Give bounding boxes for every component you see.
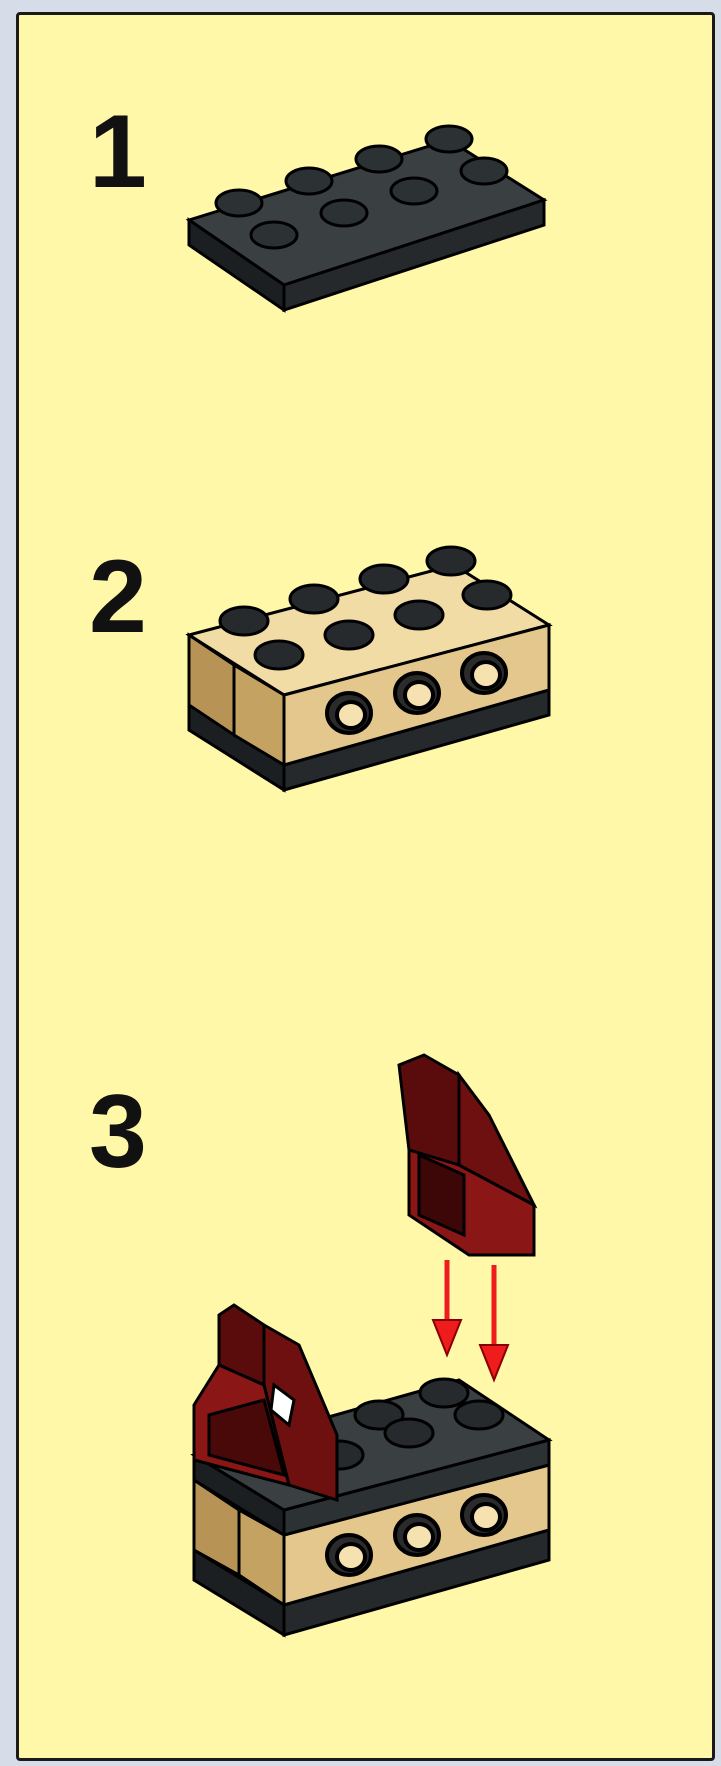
tan-technic-bricks-assembly-icon <box>189 575 569 805</box>
instruction-panel: 1 2 <box>16 12 715 1761</box>
step-1-number: 1 <box>89 100 147 204</box>
step-2-number: 2 <box>89 545 147 649</box>
red-down-arrow-icon <box>433 1260 508 1380</box>
black-plate-2x4-icon <box>189 125 569 325</box>
step-3-number: 3 <box>89 1080 147 1184</box>
floating-slope-piece <box>399 1055 534 1255</box>
dark-red-slope-assembly-icon <box>189 1055 589 1675</box>
